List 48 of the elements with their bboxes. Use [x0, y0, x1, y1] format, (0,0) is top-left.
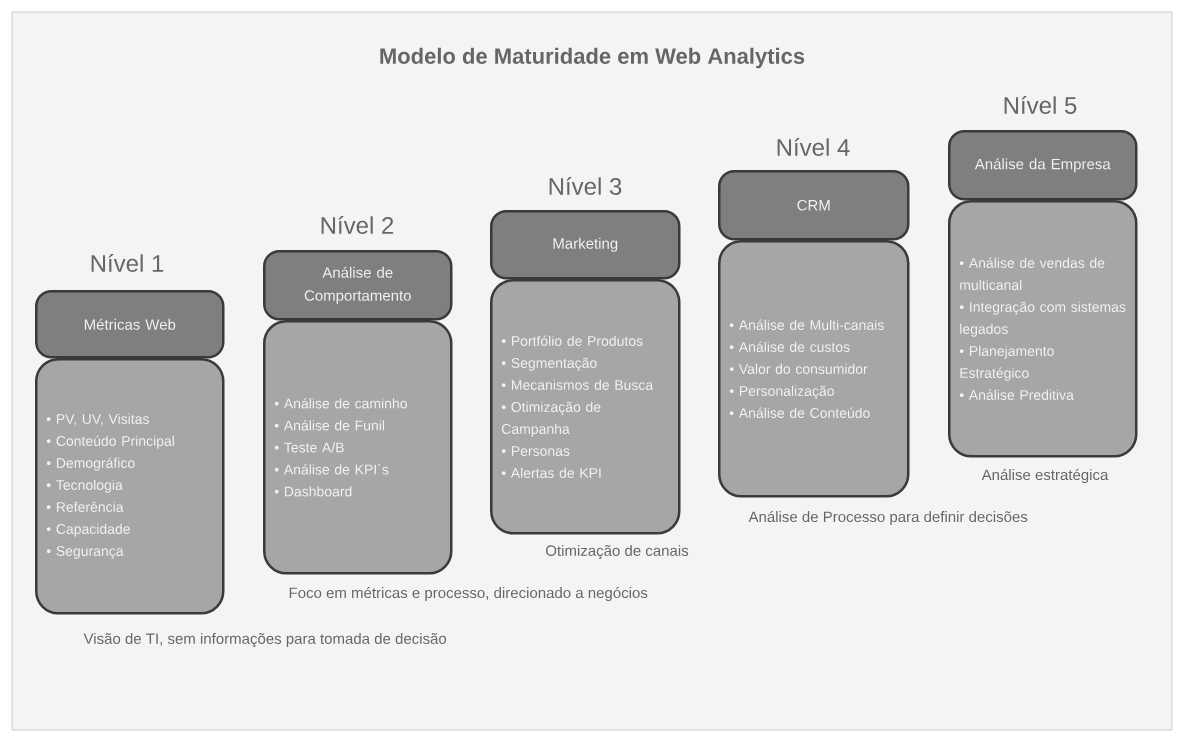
node-label: • Dashboard [274, 486, 352, 497]
level-heading: Nível 5 [1004, 96, 1077, 114]
node-label: • Personalização [729, 385, 834, 399]
node-label: • Planejamento Estratégico [959, 345, 1054, 381]
node-label: • Alertas de KPI [501, 467, 601, 478]
node-label: • Otimização de Campanha [501, 401, 601, 437]
node-label: • Análise de Multi-canais [729, 319, 884, 330]
node-label: • Análise de caminho [274, 398, 407, 409]
list-box: • Portfólio de Produtos • Segmentação • Mecanismos de Busca • Otimização de Campanha • Personas • Alertas de KPI [490, 279, 681, 535]
header-box: CRM [718, 170, 910, 241]
node-label: • Personas [501, 446, 570, 456]
node-label: • Demográfico [46, 457, 135, 471]
node-label: • Capacidade [46, 523, 130, 537]
level-heading: Nível 4 [777, 138, 850, 156]
header-box: Análise da Empresa [948, 130, 1138, 201]
node-label: • Análise de Conteúdo [729, 407, 870, 418]
node-label: • Mecanismos de Busca [501, 379, 654, 390]
caption-text: Foco em métricas e processo, direcionado a negócios [289, 586, 648, 602]
header-box: Marketing [490, 210, 681, 280]
node-label: • Valor do consumidor [729, 363, 868, 374]
node-label: • Segmentação [501, 357, 597, 371]
header-box: Análise de Comportamento [263, 250, 453, 321]
caption-text: Visão de TI, sem informações para tomada de decisão [83, 632, 447, 647]
list-box: • Análise de vendas de multicanal • Integração com sistemas legados • Planejamento Estratégico • Análise Preditiva [948, 200, 1138, 458]
node-label: • Análise Preditiva [959, 389, 1074, 400]
node-label: • Integração com sistemas legados [959, 301, 1126, 337]
caption-text: Análise estratégica [981, 468, 1109, 484]
caption-text: Otimização de canais [546, 544, 689, 560]
node-label: • Segurança [46, 546, 124, 559]
caption-text: Análise de Processo para definir decisões [748, 510, 1028, 526]
node-label: • Portfólio de Produtos [501, 335, 643, 346]
node-label: • PV, UV, Visitas [46, 413, 149, 426]
node-label: • Análise de custos [729, 341, 850, 352]
node-label: • Análise de vendas de multicanal [959, 257, 1105, 290]
node-label: • Referência [46, 501, 124, 512]
node-label: • Análise de KPI´s [274, 464, 389, 475]
list-box: • PV, UV, Visitas • Conteúdo Principal • Demográfico • Tecnologia • Referência • Capacidade • Segurança [35, 358, 225, 615]
list-box: • Análise de Multi-canais • Análise de custos • Valor do consumidor • Personalização • Análise de Conteúdo [718, 240, 910, 498]
level-heading: Nível 3 [549, 177, 622, 195]
node-label: • Conteúdo Principal [46, 435, 174, 449]
title: Modelo de Maturidade em Web Analytics [380, 47, 805, 69]
level-heading: Nível 2 [321, 216, 394, 234]
node-label: • Tecnologia [46, 479, 123, 493]
node-label: • Teste A/B [274, 442, 344, 453]
node-label: • Análise de Funil [274, 420, 385, 431]
level-heading: Nível 1 [91, 254, 164, 272]
header-box: Métricas Web [35, 290, 225, 359]
list-box: • Análise de caminho • Análise de Funil • Teste A/B • Análise de KPI´s • Dashboard [263, 320, 453, 575]
